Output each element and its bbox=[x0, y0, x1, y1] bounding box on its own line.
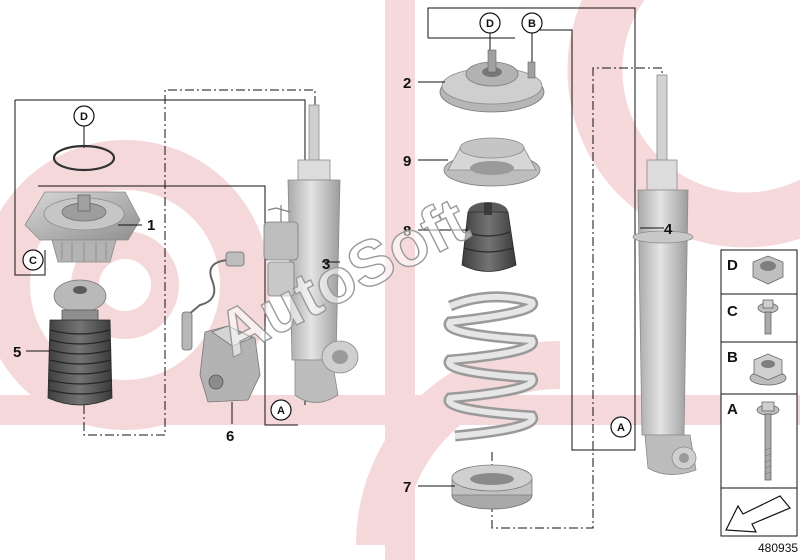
frame-line-left-inner bbox=[38, 185, 298, 426]
part-1-strut-mount bbox=[24, 191, 141, 263]
legend-letter-d: D bbox=[727, 257, 738, 274]
coil-spring-part bbox=[443, 291, 539, 442]
callout-2: 2 bbox=[403, 75, 411, 92]
document-number: 480935 bbox=[758, 541, 798, 555]
badge-a-left: A bbox=[270, 399, 292, 421]
svg-text:C: C bbox=[29, 255, 37, 267]
part-8-bump-stop bbox=[461, 202, 517, 272]
flange-nut-icon bbox=[749, 353, 787, 386]
callout-1: 1 bbox=[147, 217, 155, 234]
part-3-shock-absorber bbox=[263, 104, 359, 403]
nut-icon bbox=[752, 255, 784, 285]
badge-d-right: D bbox=[479, 12, 501, 34]
sensor-wire-part bbox=[181, 251, 245, 351]
svg-text:D: D bbox=[486, 18, 494, 30]
dash-line-right bbox=[491, 67, 663, 529]
legend-letter-b: B bbox=[727, 349, 738, 366]
part-4-shock-absorber bbox=[632, 74, 697, 475]
frame-line-right-outer bbox=[427, 7, 636, 451]
legend-letter-a: A bbox=[727, 401, 738, 418]
callout-8: 8 bbox=[403, 223, 411, 240]
callout-9: 9 bbox=[403, 153, 411, 170]
long-bolt-icon bbox=[756, 401, 780, 481]
badge-c-left: C bbox=[22, 249, 44, 271]
hardware-legend: D C B A bbox=[720, 249, 798, 537]
svg-text:A: A bbox=[277, 405, 285, 417]
badge-a-right: A bbox=[610, 416, 632, 438]
callout-5: 5 bbox=[13, 344, 21, 361]
callout-7: 7 bbox=[403, 479, 411, 496]
o-ring-part bbox=[52, 144, 116, 172]
badge-d-left: D bbox=[73, 105, 95, 127]
part-9-spring-seat bbox=[443, 137, 541, 187]
svg-text:A: A bbox=[617, 422, 625, 434]
part-2-top-mount bbox=[439, 49, 545, 113]
callout-6: 6 bbox=[226, 428, 234, 445]
svg-text:D: D bbox=[80, 111, 88, 123]
part-6-bracket bbox=[199, 325, 261, 403]
callout-4: 4 bbox=[664, 221, 673, 238]
callout-leaders bbox=[26, 81, 664, 487]
callout-3: 3 bbox=[322, 256, 330, 273]
part-7-lower-spring-seat bbox=[451, 464, 533, 510]
badge-b-right: B bbox=[521, 12, 543, 34]
part-5-dust-boot bbox=[47, 279, 113, 406]
svg-text:B: B bbox=[528, 18, 536, 30]
arrow-icon bbox=[725, 495, 791, 533]
legend-letter-c: C bbox=[727, 303, 738, 320]
flange-bolt-icon bbox=[757, 299, 779, 335]
dash-line-left bbox=[83, 89, 316, 436]
frame-line-left-c bbox=[14, 100, 46, 276]
